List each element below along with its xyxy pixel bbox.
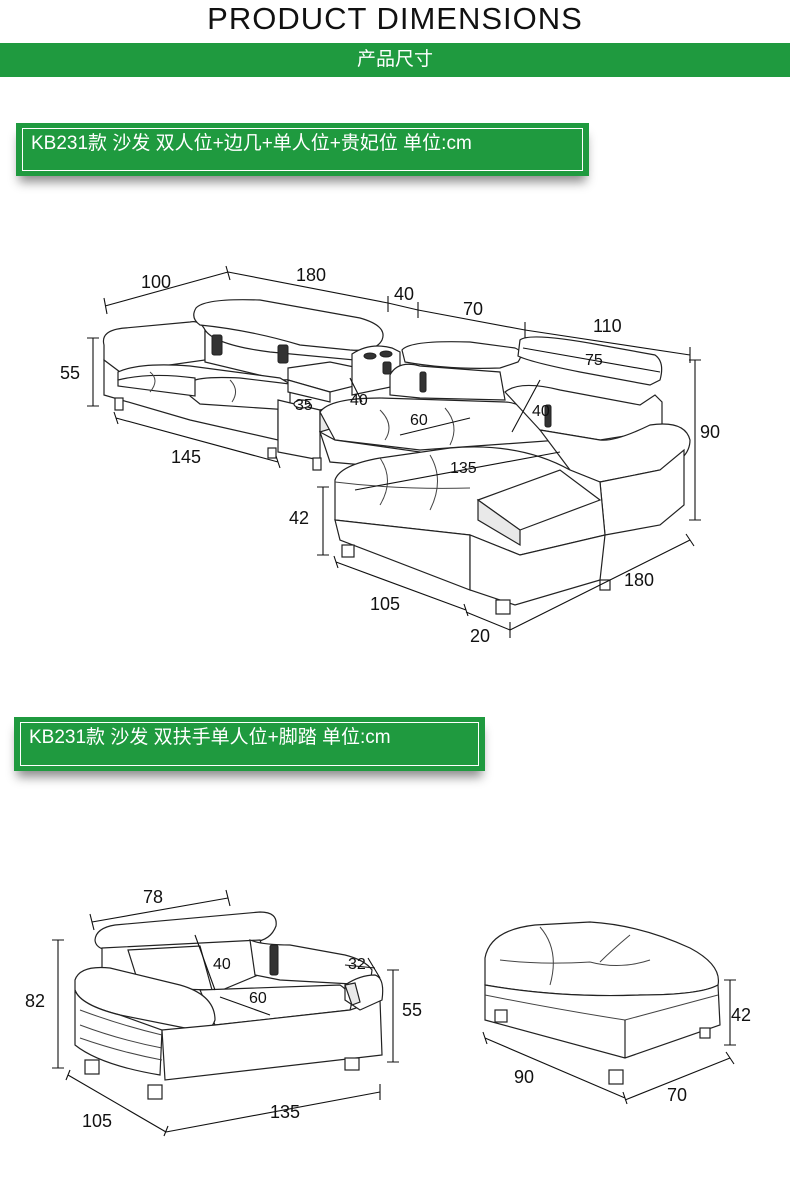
dim-105-armchair: 105 [82, 1111, 112, 1131]
dim-35: 35 [295, 397, 313, 414]
footstool-illustration [484, 921, 721, 1085]
armchair-illustration [74, 911, 384, 1100]
dim-40-side-table: 40 [394, 284, 414, 304]
dim-60-armchair: 60 [249, 990, 267, 1007]
dim-40-back-height: 40 [532, 403, 550, 420]
sectional-sofa-illustration [102, 299, 691, 615]
dim-78: 78 [143, 887, 163, 907]
dim-20: 20 [470, 626, 490, 646]
dim-90: 90 [700, 422, 720, 442]
dim-42-footstool: 42 [731, 1005, 751, 1025]
section-2-label: KB231款 沙发 双扶手单人位+脚踏 单位:cm [14, 717, 485, 771]
section-1-label: KB231款 沙发 双人位+边几+单人位+贵妃位 单位:cm [16, 123, 589, 176]
dim-55: 55 [60, 363, 80, 383]
dim-75: 75 [585, 352, 603, 369]
subtitle-bar: 产品尺寸 [0, 43, 790, 77]
dim-82: 82 [25, 991, 45, 1011]
dim-60: 60 [410, 412, 428, 429]
dim-32: 32 [348, 956, 366, 973]
dim-40-table-depth: 40 [350, 392, 368, 409]
dim-90-footstool: 90 [514, 1067, 534, 1087]
dim-180: 180 [296, 265, 326, 285]
page-title: PRODUCT DIMENSIONS [207, 1, 583, 36]
armchair-dimension-lines [52, 889, 736, 1137]
dim-135-armchair: 135 [270, 1102, 300, 1122]
dim-105: 105 [370, 594, 400, 614]
dim-40-armchair-back: 40 [213, 956, 231, 973]
sectional-dimension-lines [87, 265, 701, 638]
section-2-label-text: KB231款 沙发 双扶手单人位+脚踏 单位:cm [20, 722, 479, 766]
dim-135: 135 [450, 460, 477, 477]
dim-55-armchair: 55 [402, 1000, 422, 1020]
dim-100: 100 [141, 272, 171, 292]
dim-110: 110 [593, 316, 622, 336]
dim-70-footstool: 70 [667, 1085, 687, 1105]
dim-42: 42 [289, 508, 309, 528]
dim-180-chaise: 180 [624, 570, 654, 590]
section-1-label-text: KB231款 沙发 双人位+边几+单人位+贵妃位 单位:cm [22, 128, 583, 171]
subtitle-text: 产品尺寸 [356, 49, 433, 70]
dim-70: 70 [463, 299, 483, 319]
dim-145: 145 [171, 447, 201, 467]
